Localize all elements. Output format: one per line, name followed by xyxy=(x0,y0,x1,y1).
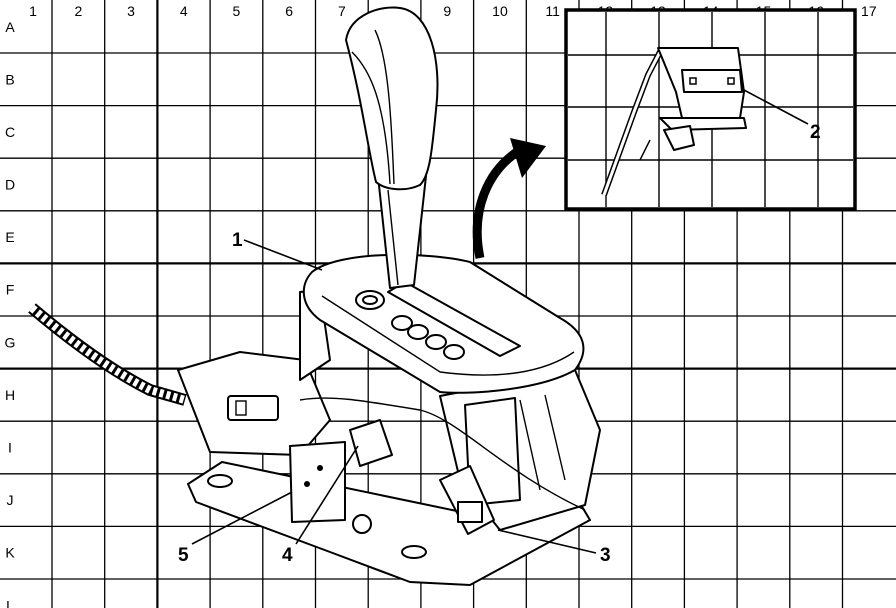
row-label: B xyxy=(5,71,14,87)
callout-5: 5 xyxy=(178,545,189,566)
column-label: 10 xyxy=(492,3,508,19)
column-label: 2 xyxy=(74,3,82,19)
column-label: 9 xyxy=(443,3,451,19)
callout-1: 1 xyxy=(232,230,243,251)
row-label: D xyxy=(5,177,15,193)
column-label: 11 xyxy=(545,3,560,19)
column-label: 1 xyxy=(29,3,37,19)
row-label: F xyxy=(6,282,15,298)
callout-2: 2 xyxy=(810,122,821,143)
inset-detail-view xyxy=(564,8,857,211)
row-labels: A B C D E F G H I J K L xyxy=(5,19,16,608)
row-label: L xyxy=(6,597,14,608)
column-label: 3 xyxy=(127,3,135,19)
column-label: 4 xyxy=(180,3,188,19)
row-label: K xyxy=(5,545,15,561)
callout-3: 3 xyxy=(600,545,611,566)
leader-lines xyxy=(191,89,809,554)
row-label: H xyxy=(5,387,15,403)
column-label: 5 xyxy=(233,3,241,19)
column-label: 6 xyxy=(285,3,293,19)
row-label: C xyxy=(5,124,15,140)
callout-labels: 1 2 3 4 5 xyxy=(178,122,821,566)
row-label: J xyxy=(7,492,14,508)
shifter-assembly xyxy=(28,6,601,586)
row-label: G xyxy=(5,334,16,350)
row-label: A xyxy=(5,19,15,35)
column-label: 17 xyxy=(861,3,877,19)
column-label: 7 xyxy=(338,3,346,19)
row-label: E xyxy=(5,229,14,245)
row-label: I xyxy=(8,440,12,456)
detail-arrow xyxy=(472,138,546,259)
callout-4: 4 xyxy=(282,545,293,566)
